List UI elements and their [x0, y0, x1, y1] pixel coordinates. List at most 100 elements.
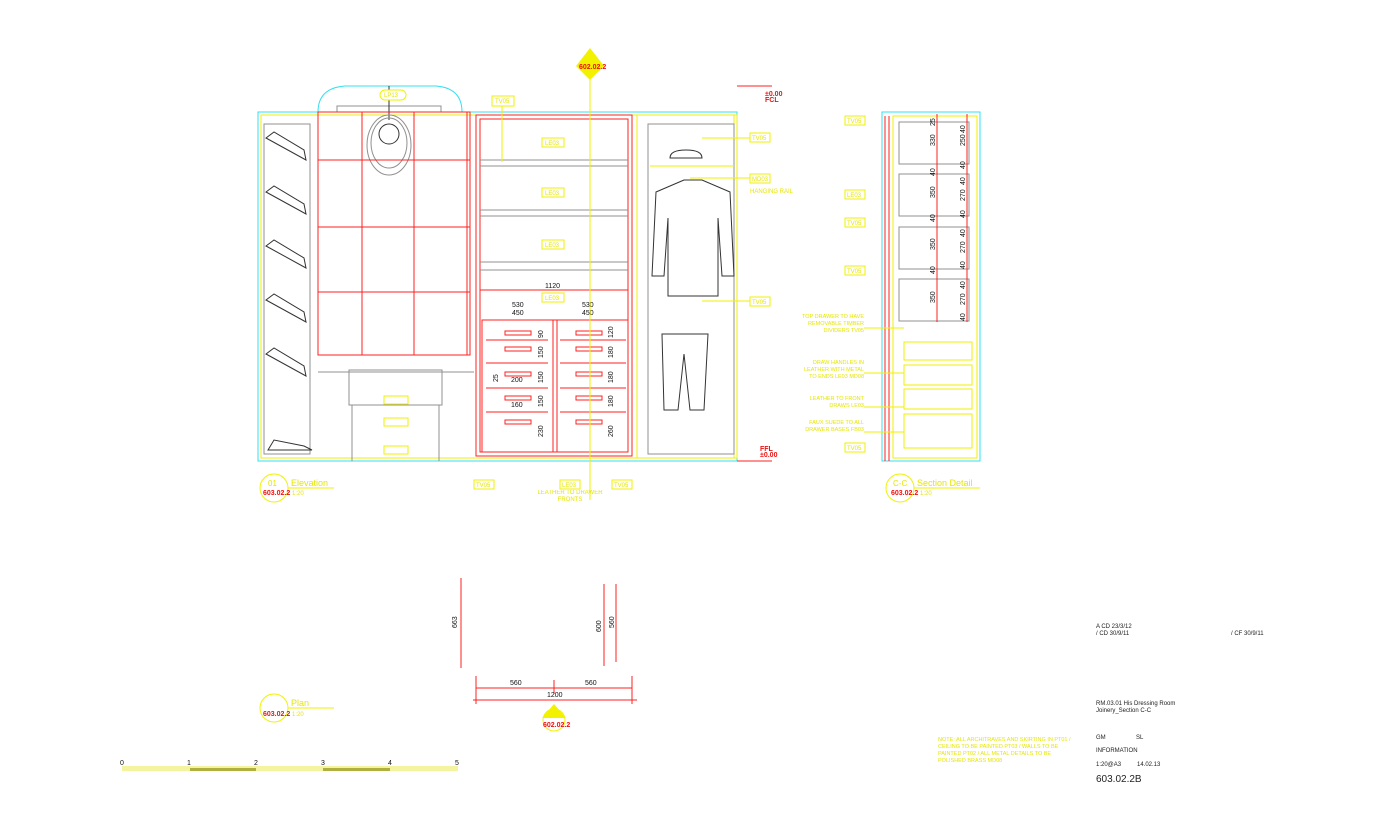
scale-tick: 4 [388, 760, 392, 767]
tag-tv05: TV05 [495, 99, 510, 105]
section-marker-icon [576, 48, 604, 80]
section-dim: 350 [930, 291, 937, 303]
revision: A CD 23/3/12 [1096, 624, 1132, 630]
dim: 230 [538, 425, 545, 437]
dim: 150 [538, 346, 545, 358]
scale-tick: 5 [455, 760, 459, 767]
tag-tv05: TV05 [847, 446, 862, 452]
dim: 150 [538, 371, 545, 383]
section-dim: 40 [960, 261, 967, 269]
fcl-label: FCL [765, 97, 779, 104]
dim: 1200 [547, 692, 563, 699]
view-name: Section Detail [917, 478, 973, 488]
tag-le03: LE03 [545, 243, 560, 249]
section-dim: 40 [960, 161, 967, 169]
hanging-rail-label: HANGING RAIL [750, 189, 794, 195]
tag-tv05: TV05 [476, 483, 491, 489]
dim: 90 [538, 330, 545, 338]
dim: 180 [608, 371, 615, 383]
dim: 120 [608, 326, 615, 338]
tag-le03: LE03 [562, 483, 577, 489]
section-dim: 25 [930, 118, 937, 126]
section-note: DRAW HANDLES IN LEATHER WITH METAL TO EN… [804, 360, 864, 380]
checked-by: SL [1136, 735, 1144, 741]
tag-lp13: LP13 [384, 93, 399, 99]
tag-tv05: TV05 [847, 269, 862, 275]
scale-tick: 1 [187, 760, 191, 767]
section-dim: 330 [930, 134, 937, 146]
tag-tv05: TV05 [752, 136, 767, 142]
dim: 530 [512, 302, 524, 309]
date: 14.02.13 [1137, 762, 1161, 768]
dim: 450 [512, 310, 524, 317]
light-canopy [317, 85, 463, 113]
view-title-elevation: 01 Elevation 603.02.2 1:20 [259, 473, 334, 503]
view-title-plan: Plan 603.02.2 1:20 [259, 693, 334, 723]
plan-view: 663 600 560 560 560 1200 602.02.2 [452, 578, 637, 732]
tag-le03: LE03 [545, 191, 560, 197]
view-scale: 1:20 [292, 712, 304, 718]
tag-tv05: TV05 [614, 483, 629, 489]
drawers [481, 319, 629, 453]
revision: / CF 30/9/11 [1231, 631, 1264, 637]
dim: 530 [582, 302, 594, 309]
bench [348, 369, 443, 461]
view-number: 01 [268, 479, 277, 488]
dim: 160 [511, 402, 523, 409]
section-tags: TV05 LE03 TV05 TV05 TV05 [844, 115, 866, 453]
hanging-shirt-icon [651, 179, 735, 297]
view-ref: 603.02.2 [263, 711, 290, 718]
dim: 450 [582, 310, 594, 317]
tag-le03: LE03 [545, 296, 560, 302]
leather-note: LEATHER TO DRAWER FRONTS [537, 490, 603, 503]
folded-shirt-icon [669, 149, 703, 159]
dim: 200 [511, 377, 523, 384]
section-dim: 350 [930, 186, 937, 198]
dim: 25 [493, 374, 500, 382]
tag-le03: LE03 [847, 193, 862, 199]
section-dim: 40 [930, 214, 937, 222]
pendant-light-icon [366, 86, 412, 176]
mirror-grid [317, 111, 471, 356]
section-dim: 40 [960, 313, 967, 321]
dim: 600 [596, 620, 603, 632]
dim: 560 [510, 680, 522, 687]
section-cc: 2533040350403504035040250404027040402704… [802, 111, 981, 462]
title-block: A CD 23/3/12 / CD 30/9/11 / CF 30/9/11 R… [1096, 624, 1264, 785]
view-scale: 1:20 [920, 491, 932, 497]
section-marker-ref: 602.02.2 [543, 722, 570, 729]
shoe-icons [265, 131, 313, 451]
section-note: TOP DRAWER TO HAVE REMOVABLE TIMBER DIVI… [802, 314, 864, 334]
scale-tick: 0 [120, 760, 124, 767]
scale-bar: 0 1 2 3 4 5 [120, 760, 459, 771]
dim: 663 [452, 616, 459, 628]
view-ref: 603.02.2 [263, 490, 290, 497]
tag-tv05: TV05 [847, 221, 862, 227]
view-ref: 603.02.2 [891, 490, 918, 497]
view-name: Plan [291, 698, 309, 708]
dim-1120: 1120 [545, 283, 560, 290]
scale-tick: 2 [254, 760, 258, 767]
drawing-subtitle: Joinery_Section C-C [1096, 708, 1152, 714]
view-number: C-C [893, 479, 907, 488]
dim: 150 [538, 395, 545, 407]
section-dim: 40 [930, 168, 937, 176]
ffl-label: FFL [760, 446, 774, 453]
view-title-section: C-C Section Detail 603.02.2 1:20 [885, 473, 980, 503]
view-name: Elevation [291, 478, 328, 488]
revision: / CD 30/9/11 [1096, 631, 1130, 637]
dim: 560 [609, 616, 616, 628]
view-scale: 1:20 [292, 491, 304, 497]
section-dim: 40 [960, 125, 967, 133]
section-dim: 270 [960, 241, 967, 253]
tag-le03: LE03 [545, 141, 560, 147]
section-note: FAUX SUEDE TO ALL DRAWER BASES FB03 [805, 420, 864, 433]
section-dim: 40 [960, 281, 967, 289]
section-marker-ref: 602.02.2 [579, 64, 606, 71]
scale: 1:20@A3 [1096, 762, 1122, 768]
section-dim: 40 [960, 229, 967, 237]
dim: 260 [608, 425, 615, 437]
fcl-level: ±0.00 [765, 91, 783, 98]
section-dim: 250 [960, 134, 967, 146]
